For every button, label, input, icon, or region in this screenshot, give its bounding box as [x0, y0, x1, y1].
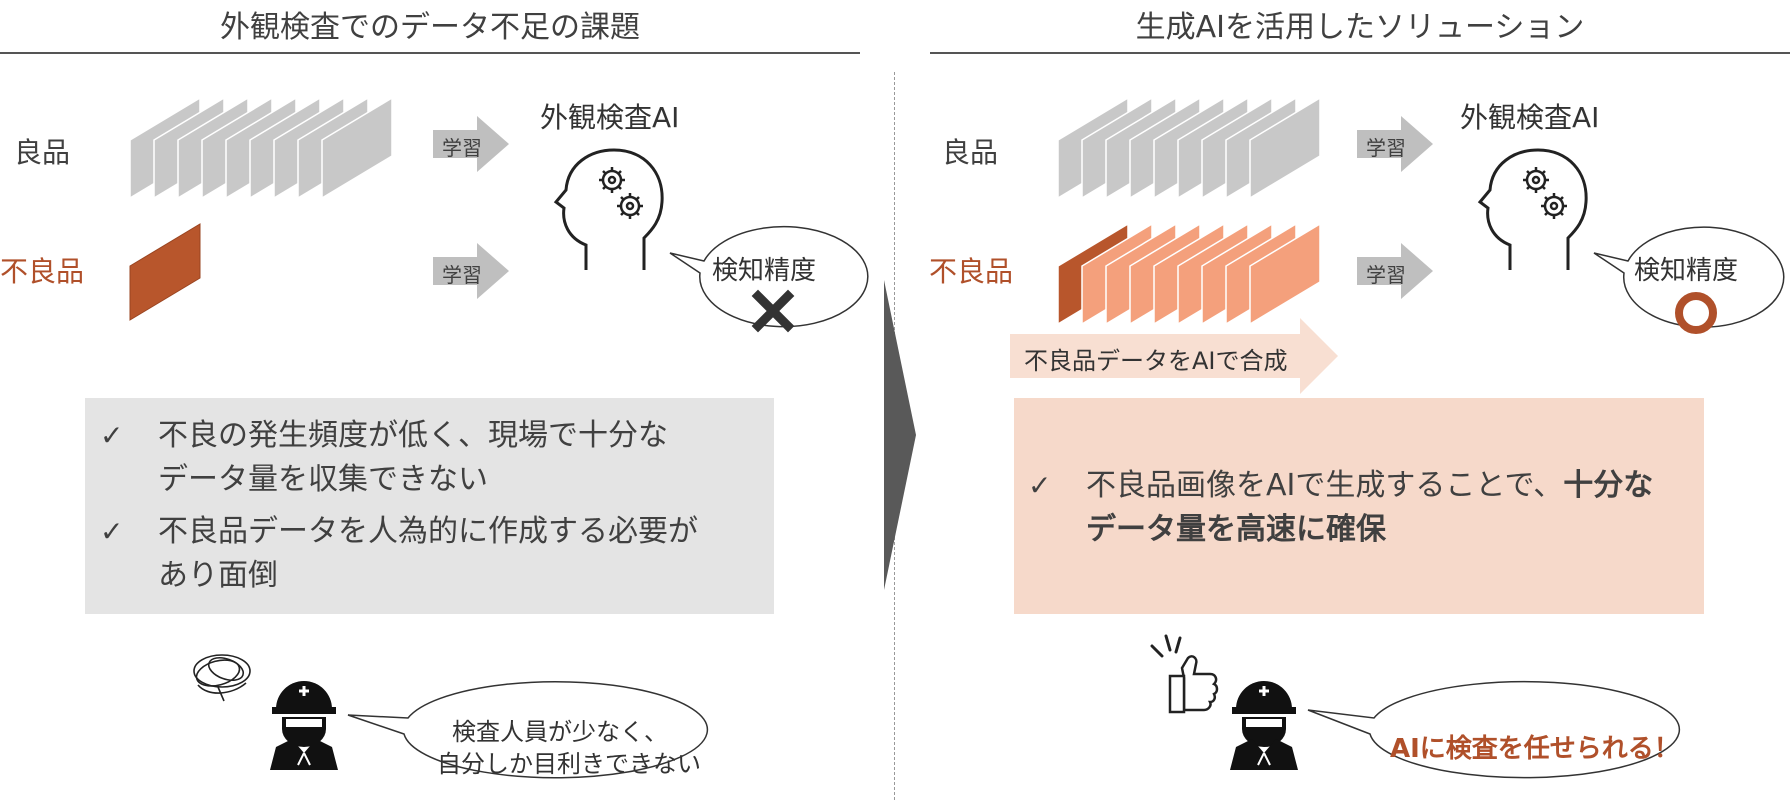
right-good-sample-stack	[1057, 96, 1321, 200]
right-bullet-line2: データ量を高速に確保	[1086, 512, 1386, 547]
left-problem-box	[85, 398, 774, 614]
right-worker-speech-bubble	[1307, 680, 1681, 779]
check-icon: ✓	[100, 515, 124, 548]
center-chevron-icon	[884, 280, 916, 590]
right-learn-label-1: 学習	[1366, 136, 1406, 160]
left-title: 外観検査でのデータ不足の課題	[220, 10, 640, 45]
left-learn-label-2: 学習	[442, 263, 482, 287]
right-bad-sample-stack	[1057, 222, 1321, 326]
right-ai-title: 外観検査AI	[1460, 101, 1600, 134]
left-bad-label: 不良品	[0, 255, 85, 288]
thumbs-up-icon	[1150, 634, 1219, 714]
right-title-rule	[930, 52, 1790, 54]
cross-mark-icon	[751, 289, 795, 333]
right-solution-box	[1014, 398, 1704, 614]
right-bullet-line1-bold: 十分な	[1563, 468, 1654, 503]
synthesize-arrow-label: 不良品データをAIで合成	[1024, 347, 1288, 375]
right-learn-label-2: 学習	[1366, 263, 1406, 287]
right-learn-arrow-2	[1357, 243, 1433, 299]
right-bullet-line1: 不良品画像をAIで生成することで、十分な	[1086, 464, 1653, 508]
sample-card	[321, 96, 393, 200]
left-learn-label-1: 学習	[442, 136, 482, 160]
left-good-label: 良品	[14, 136, 71, 169]
left-ai-title: 外観検査AI	[540, 101, 680, 134]
right-ai-head-icon	[1477, 148, 1588, 270]
right-accuracy-label: 検知精度	[1634, 256, 1739, 286]
left-worker-icon	[270, 681, 338, 770]
left-bad-sample	[129, 223, 201, 321]
left-learn-arrow-2	[433, 243, 509, 299]
left-worker-speech-bubble	[347, 680, 709, 779]
left-worker-speech-line1: 検査人員が少なく、	[452, 718, 668, 746]
confused-scribble-icon	[193, 654, 251, 702]
left-bullet-1-line1: 不良の発生頻度が低く、現場で十分な	[158, 418, 668, 453]
circle-mark-icon	[1675, 292, 1717, 334]
left-bullet-2-line2: あり面倒	[158, 558, 278, 593]
right-worker-speech: AIに検査を任せられる！	[1390, 734, 1680, 764]
left-bullet-1: ✓ 不良の発生頻度が低く、現場で十分な データ量を収集できない	[100, 414, 760, 504]
left-good-sample-stack	[129, 96, 393, 200]
left-ai-head-icon	[553, 148, 664, 270]
left-accuracy-bubble	[669, 225, 869, 328]
left-bullet-2-line1: 不良品データを人為的に作成する必要が	[158, 514, 698, 549]
right-title: 生成AIを活用したソリューション	[1135, 10, 1585, 45]
right-worker-icon	[1230, 681, 1298, 770]
left-worker-speech-line2: 自分しか目利きできない	[437, 750, 701, 778]
right-good-label: 良品	[942, 136, 999, 169]
right-learn-arrow-1	[1357, 116, 1433, 172]
left-bullet-1-line2: データ量を収集できない	[158, 462, 488, 497]
check-icon: ✓	[1028, 469, 1052, 502]
check-icon: ✓	[100, 419, 124, 452]
right-accuracy-bubble	[1593, 226, 1785, 328]
sample-card	[1249, 222, 1321, 326]
left-bullet-2: ✓ 不良品データを人為的に作成する必要が あり面倒	[100, 510, 760, 600]
left-learn-arrow-1	[433, 116, 509, 172]
left-accuracy-label: 検知精度	[712, 256, 817, 286]
right-bad-label: 不良品	[929, 255, 1014, 288]
right-bullet: ✓ 不良品画像をAIで生成することで、十分な データ量を高速に確保	[1028, 464, 1698, 554]
right-bullet-line1-plain: 不良品画像をAIで生成することで、	[1086, 468, 1564, 503]
synthesize-arrow	[1010, 318, 1338, 394]
sample-card	[1249, 96, 1321, 200]
left-title-rule	[0, 52, 860, 54]
